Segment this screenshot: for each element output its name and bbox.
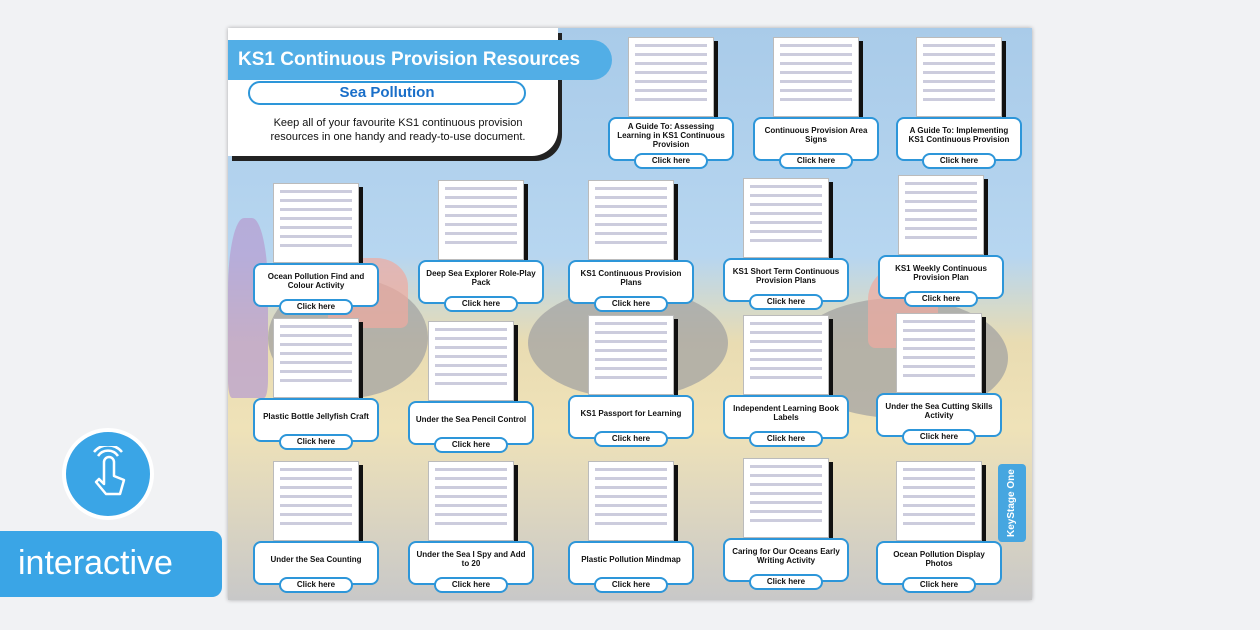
resource-thumbnail[interactable] [273,318,359,398]
resource-thumbnail[interactable] [588,461,674,541]
click-here-button[interactable]: Click here [634,153,708,169]
resource-thumbnail[interactable] [743,178,829,258]
tap-hand-icon [62,428,154,520]
click-here-button[interactable]: Click here [749,431,823,447]
click-here-button[interactable]: Click here [779,153,853,169]
click-here-button[interactable]: Click here [279,434,353,450]
interactive-badge [0,531,222,597]
coral-decoration [228,218,268,398]
click-here-button[interactable]: Click here [434,577,508,593]
click-here-button[interactable]: Click here [594,296,668,312]
click-here-button[interactable]: Click here [922,153,996,169]
resource-board: Keep all of your favourite KS1 continuou… [228,28,1032,600]
click-here-button[interactable]: Click here [902,577,976,593]
resource-thumbnail[interactable] [428,321,514,401]
resource-thumbnail[interactable] [273,461,359,541]
resource-thumbnail[interactable] [898,175,984,255]
click-here-button[interactable]: Click here [749,574,823,590]
resource-thumbnail[interactable] [896,313,982,393]
click-here-button[interactable]: Click here [904,291,978,307]
click-here-button[interactable]: Click here [902,429,976,445]
resource-thumbnail[interactable] [588,180,674,260]
click-here-button[interactable]: Click here [279,577,353,593]
resource-thumbnail[interactable] [743,315,829,395]
interactive-label: interactive [18,544,173,582]
description: Keep all of your favourite KS1 continuou… [270,117,526,143]
resource-thumbnail[interactable] [428,461,514,541]
resource-thumbnail[interactable] [438,180,524,260]
click-here-button[interactable]: Click here [434,437,508,453]
resource-title: Plastic Bottle Jellyfish Craft [253,398,379,442]
resource-thumbnail[interactable] [743,458,829,538]
key-stage-one-logo: KeyStage One [998,464,1026,542]
resource-thumbnail[interactable] [628,37,714,117]
resource-title: KS1 Continuous Provision Plans [568,260,694,304]
click-here-button[interactable]: Click here [594,431,668,447]
resource-thumbnail[interactable] [588,315,674,395]
page-title: KS1 Continuous Provision Resources [228,40,612,80]
resource-thumbnail[interactable] [896,461,982,541]
resource-title: A Guide To: Assessing Learning in KS1 Co… [608,117,734,161]
click-here-button[interactable]: Click here [444,296,518,312]
resource-thumbnail[interactable] [273,183,359,263]
resource-thumbnail[interactable] [916,37,1002,117]
click-here-button[interactable]: Click here [594,577,668,593]
resource-title: Ocean Pollution Display Photos [876,541,1002,585]
click-here-button[interactable]: Click here [749,294,823,310]
resource-thumbnail[interactable] [773,37,859,117]
click-here-button[interactable]: Click here [279,299,353,315]
page-subtitle: Sea Pollution [248,81,526,105]
